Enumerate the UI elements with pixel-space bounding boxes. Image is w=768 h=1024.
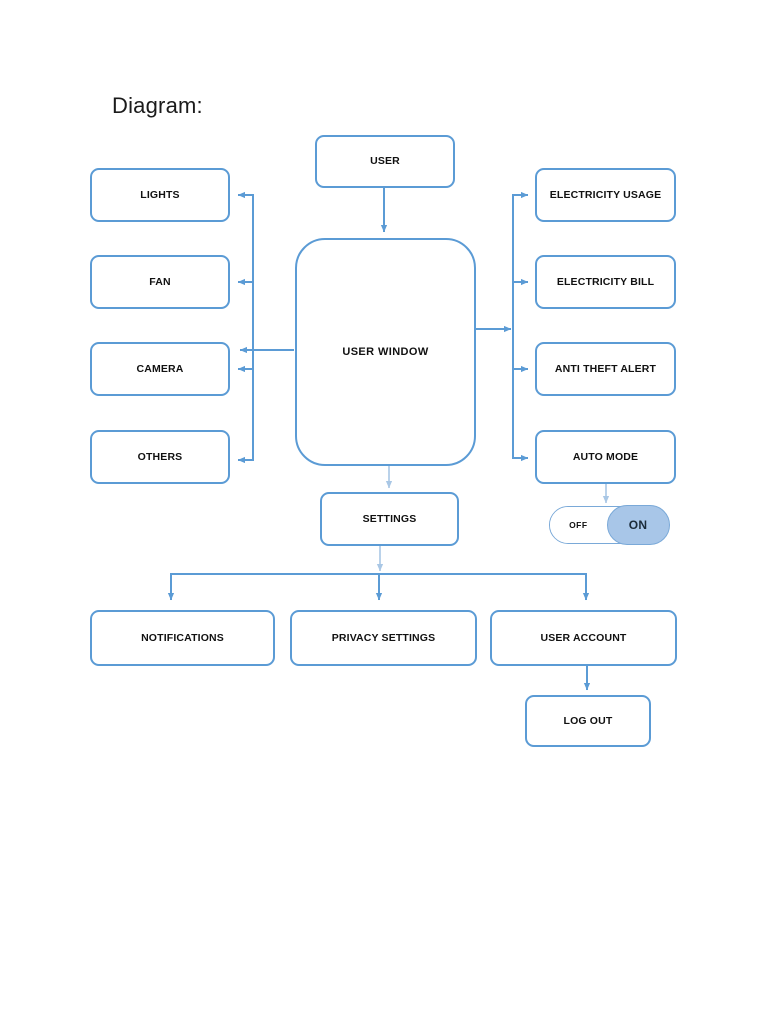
edge-user-window-to-left-trunk bbox=[237, 191, 294, 464]
node-auto-mode[interactable]: AUTO MODE bbox=[535, 430, 676, 484]
node-log-out[interactable]: LOG OUT bbox=[525, 695, 651, 747]
node-lights-label: LIGHTS bbox=[140, 188, 180, 201]
node-notifications[interactable]: NOTIFICATIONS bbox=[90, 610, 275, 666]
toggle-on-label: ON bbox=[628, 518, 648, 532]
edge-user-window-to-right-trunk bbox=[476, 191, 529, 462]
node-user-window-label: USER WINDOW bbox=[342, 345, 429, 358]
node-anti-theft-alert[interactable]: ANTI THEFT ALERT bbox=[535, 342, 676, 396]
auto-mode-toggle[interactable]: OFF ON bbox=[549, 505, 670, 545]
node-camera-label: CAMERA bbox=[136, 362, 184, 375]
node-user-account[interactable]: USER ACCOUNT bbox=[490, 610, 677, 666]
node-privacy-settings[interactable]: PRIVACY SETTINGS bbox=[290, 610, 477, 666]
node-log-out-label: LOG OUT bbox=[563, 714, 613, 727]
node-electricity-bill[interactable]: ELECTRICITY BILL bbox=[535, 255, 676, 309]
node-user-account-label: USER ACCOUNT bbox=[540, 631, 627, 644]
node-camera[interactable]: CAMERA bbox=[90, 342, 230, 396]
node-lights[interactable]: LIGHTS bbox=[90, 168, 230, 222]
page-title: Diagram: bbox=[112, 93, 203, 118]
node-user[interactable]: USER bbox=[315, 135, 455, 188]
node-others-label: OTHERS bbox=[137, 450, 183, 463]
node-fan[interactable]: FAN bbox=[90, 255, 230, 309]
node-anti-theft-alert-label: ANTI THEFT ALERT bbox=[554, 362, 657, 375]
node-electricity-bill-label: ELECTRICITY BILL bbox=[556, 275, 655, 288]
node-others[interactable]: OTHERS bbox=[90, 430, 230, 484]
node-electricity-usage[interactable]: ELECTRICITY USAGE bbox=[535, 168, 676, 222]
node-user-window[interactable]: USER WINDOW bbox=[295, 238, 476, 466]
toggle-off-segment[interactable]: OFF bbox=[550, 507, 607, 543]
toggle-off-label: OFF bbox=[569, 520, 588, 530]
node-auto-mode-label: AUTO MODE bbox=[572, 450, 639, 463]
edge-settings-to-branches bbox=[167, 546, 590, 601]
node-electricity-usage-label: ELECTRICITY USAGE bbox=[549, 188, 662, 201]
node-settings[interactable]: SETTINGS bbox=[320, 492, 459, 546]
node-notifications-label: NOTIFICATIONS bbox=[141, 631, 224, 644]
node-settings-label: SETTINGS bbox=[362, 512, 417, 525]
toggle-on-segment[interactable]: ON bbox=[606, 505, 670, 545]
node-privacy-settings-label: PRIVACY SETTINGS bbox=[331, 631, 436, 644]
node-user-label: USER bbox=[370, 155, 400, 168]
node-fan-label: FAN bbox=[149, 275, 171, 288]
